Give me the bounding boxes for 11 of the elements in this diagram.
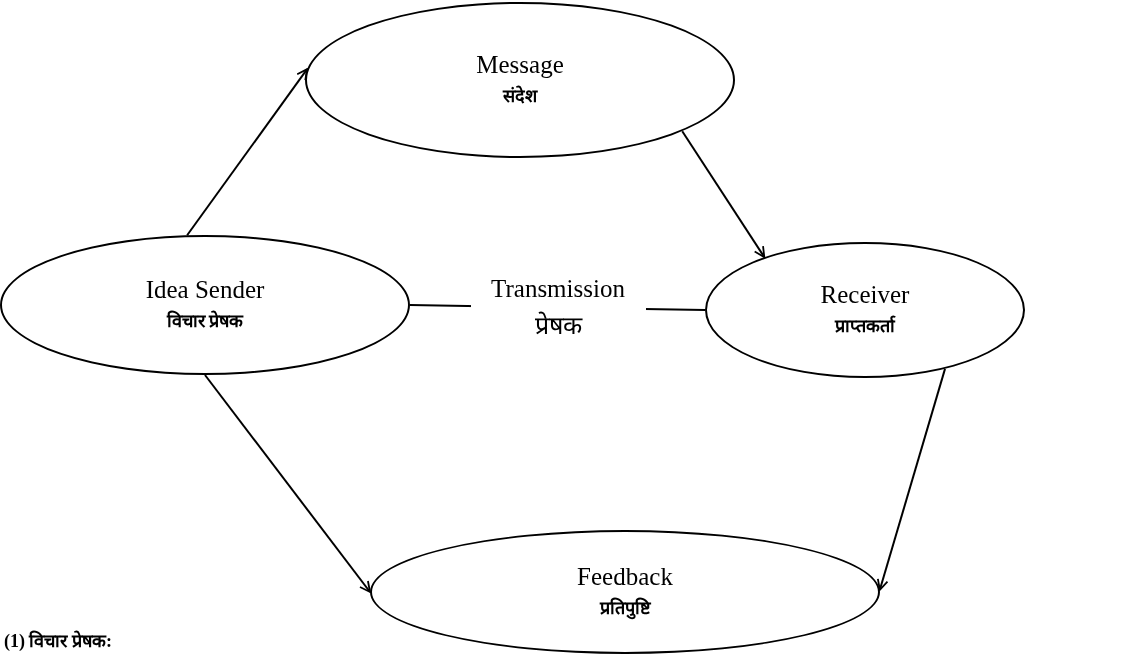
arrow xyxy=(204,374,371,593)
node-title: Idea Sender xyxy=(145,275,265,306)
node-title: Message xyxy=(476,50,564,81)
node-subtitle: प्रतिपुष्टि xyxy=(599,596,651,622)
arrow xyxy=(681,130,766,259)
node-title: Feedback xyxy=(577,562,673,593)
node-subtitle: संदेश xyxy=(503,84,537,109)
node-title: Receiver xyxy=(820,280,910,311)
node-subtitle: विचार प्रेषक xyxy=(166,309,244,334)
node-subtitle: प्राप्तकर्ता xyxy=(835,314,895,339)
note-text: (1) विचार प्रेषक: xyxy=(4,629,112,652)
